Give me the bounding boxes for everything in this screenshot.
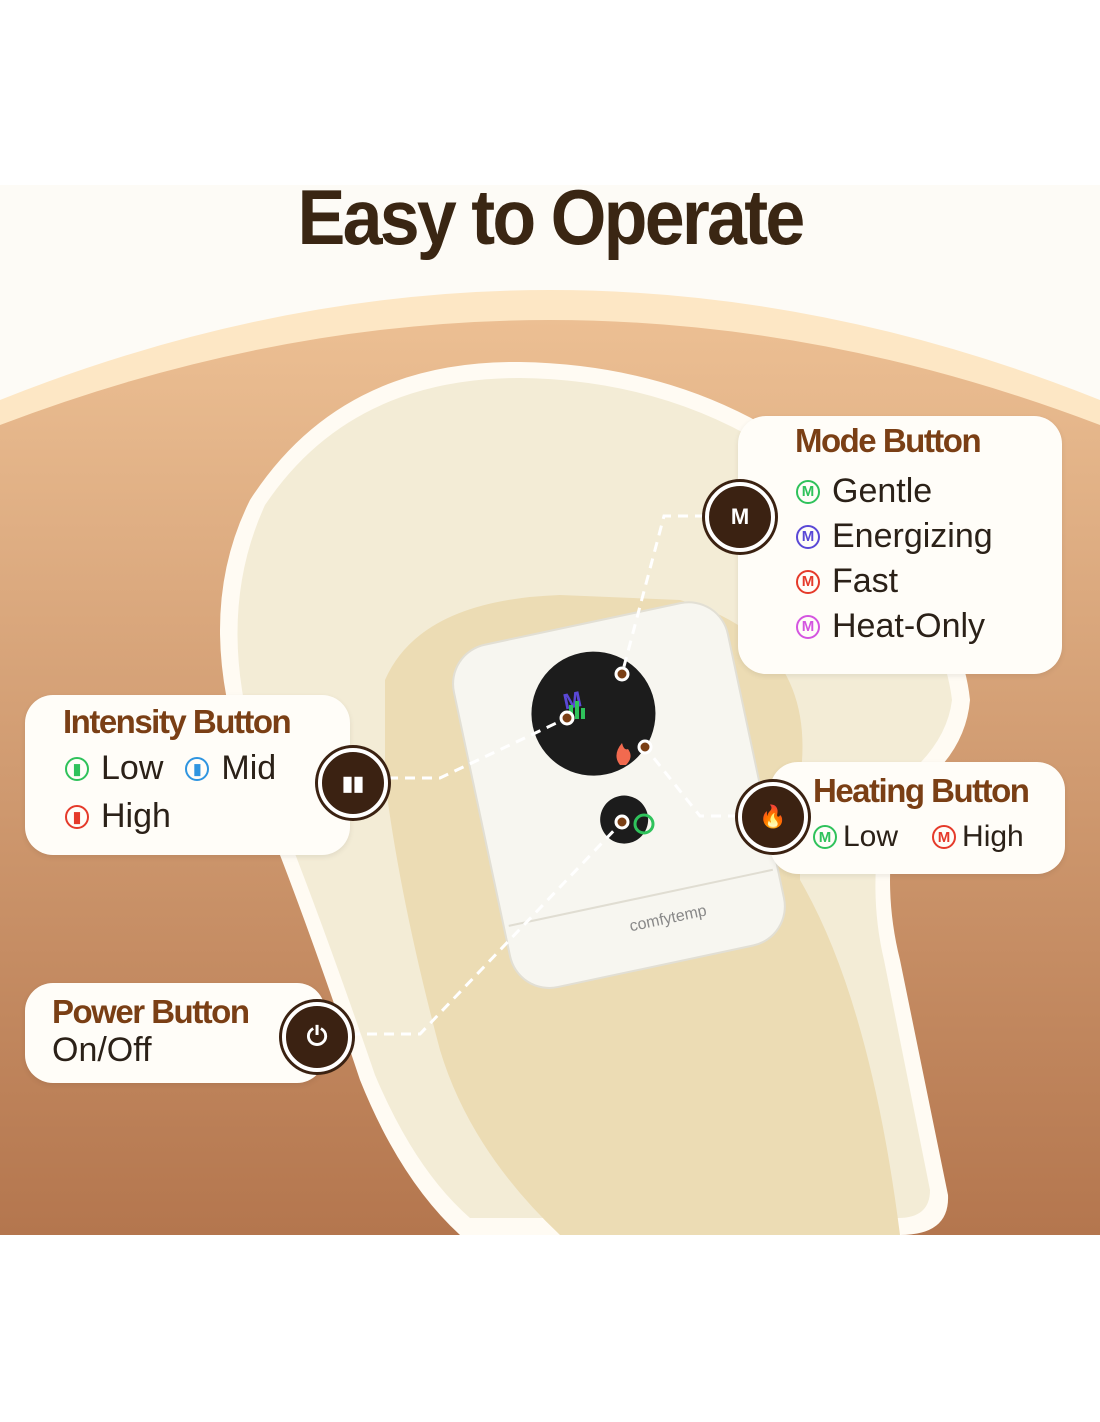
mode-m-icon: M	[932, 825, 957, 849]
intensity-bars-icon: ▮	[65, 756, 89, 781]
mode-m-icon: M	[796, 569, 820, 594]
intensity-button-callout: Intensity Button ▮Low ▮Mid ▮High	[25, 695, 350, 855]
intensity-bars-icon: ▮	[185, 756, 210, 781]
intensity-bars-icon: ▮▮	[318, 748, 388, 818]
mode-m-icon: M	[796, 614, 820, 639]
page-title: Easy to Operate	[297, 173, 805, 261]
intensity-bars-icon: ▮	[65, 804, 89, 829]
intensity-item-high: ▮High	[65, 797, 171, 836]
mode-m-icon: M	[796, 479, 820, 504]
intensity-heading: Intensity Button	[63, 703, 292, 740]
control-unit	[452, 601, 786, 989]
mode-m-icon: M	[813, 825, 837, 849]
heating-heading: Heating Button	[813, 772, 1030, 809]
power-button-callout: Power Button On/Off	[25, 983, 325, 1083]
mode-button-icon: M	[705, 482, 775, 552]
intensity-item-low: ▮Low	[65, 749, 163, 788]
power-icon: ⏻	[282, 1002, 352, 1072]
power-sub: On/Off	[52, 1031, 152, 1069]
flame-icon: 🔥	[738, 782, 808, 852]
mode-heading: Mode Button	[795, 422, 982, 459]
mode-m-icon: M	[796, 524, 820, 549]
power-heading: Power Button	[52, 993, 250, 1030]
intensity-item-mid: ▮Mid	[185, 749, 276, 788]
